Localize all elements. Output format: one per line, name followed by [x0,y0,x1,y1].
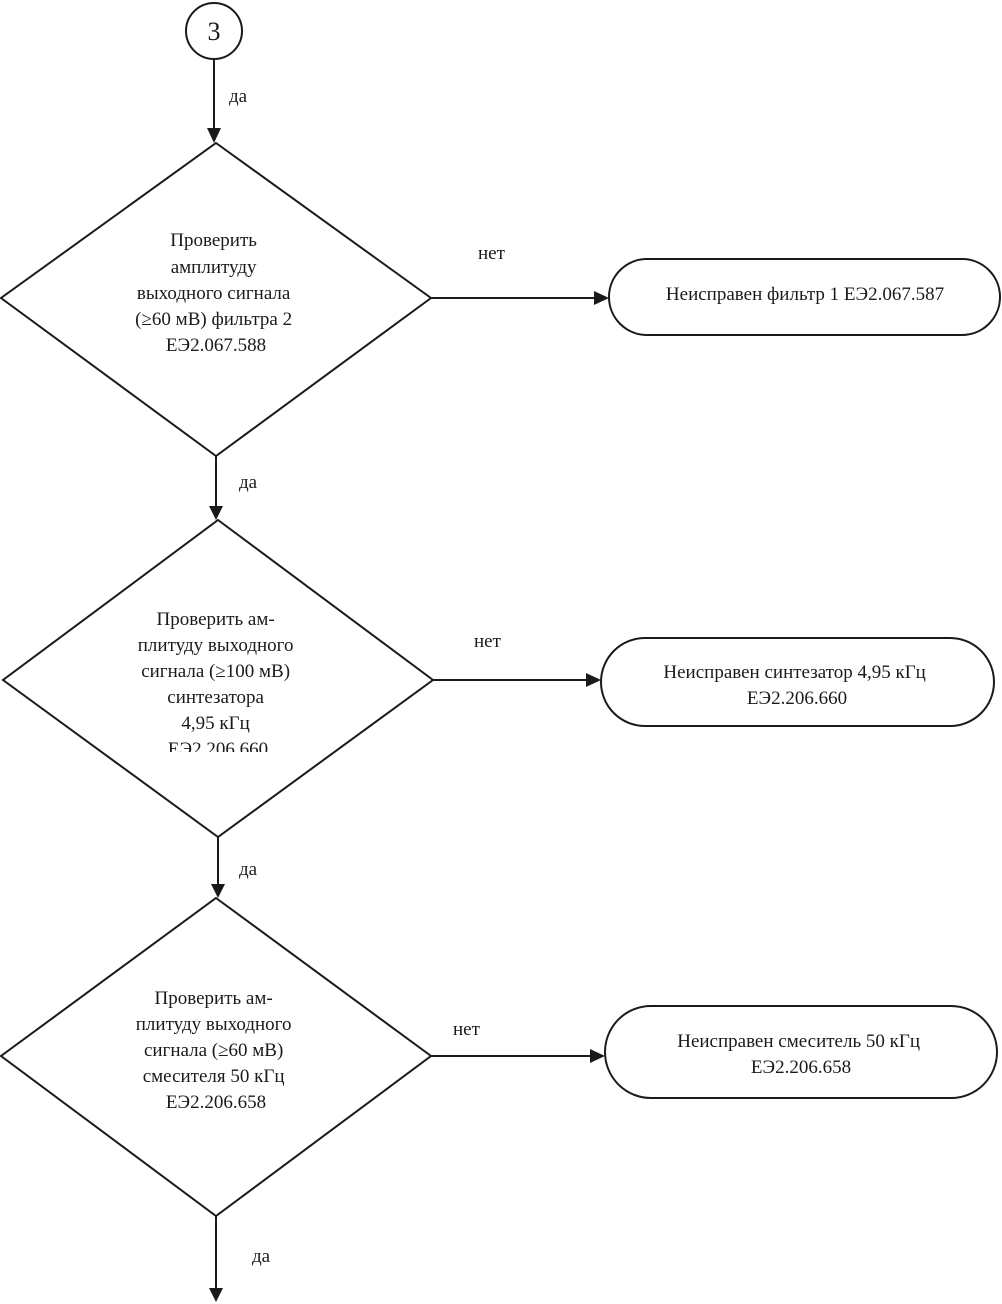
terminal-box-3 [604,1005,998,1099]
decision-3-line-1: Проверить ам- [155,988,273,1009]
terminal-3-text: Неисправен смеситель 50 кГц ЕЭ2.206.658 [677,1031,925,1078]
terminal-1-line-1: Неисправен фильтр 1 ЕЭ2.067.587 [666,284,944,305]
terminal-2-line-2: ЕЭ2.206.660 [747,688,847,709]
terminal-3-line-2: ЕЭ2.206.658 [751,1057,851,1078]
decision-3: Проверить ам- плитуду выходного сигнала … [0,896,433,1218]
decision-2: Проверить ам- плитуду выходного сигнала … [1,518,435,839]
arrowhead-no-1 [594,291,609,305]
decision-1-text: Проверить амплитуду выходного сигнала (≥… [135,230,297,356]
arrowhead-yes-2 [211,884,225,898]
terminal-1-text: Неисправен фильтр 1 ЕЭ2.067.587 [666,284,944,305]
no-label-1: нет [478,243,506,264]
arrowhead-start [207,128,221,143]
decision-3-line-5: ЕЭ2.206.658 [166,1092,266,1113]
terminal-3-line-1: Неисправен смеситель 50 кГц [677,1031,920,1052]
decision-2-line-3: сигнала (≥100 мВ) [141,661,290,682]
decision-2-line-1: Проверить ам- [157,609,275,630]
decision-1: Проверить амплитуду выходного сигнала (≥… [0,141,433,458]
yes-label-1: да [239,472,258,493]
decision-2-line-4: синтезатора [167,687,264,708]
decision-2-line-6: ЕЭ2.206.660 [168,739,268,760]
decision-3-line-2: плитуду выходного [136,1014,292,1035]
decision-2-line-5: 4,95 кГц [181,713,249,734]
decision-1-line-2: амплитуду [171,257,257,278]
decision-1-line-5: ЕЭ2.067.588 [166,335,266,356]
no-label-3: нет [453,1019,481,1040]
yes-label-start: да [229,86,248,107]
connector-label: 3 [208,17,221,46]
arrowhead-no-3 [590,1049,605,1063]
terminal-box-2 [600,637,995,727]
decision-3-line-4: смесителя 50 кГц [143,1066,285,1087]
arrowhead-yes-1 [209,506,223,520]
yes-label-3: да [252,1246,271,1267]
yes-label-2: да [239,859,258,880]
decision-2-line-2: плитуду выходного [138,635,294,656]
connector-3: 3 [185,2,243,60]
arrowhead-no-2 [586,673,601,687]
terminal-box-1 [608,258,1001,336]
decision-3-text: Проверить ам- плитуду выходного сигнала … [136,988,296,1113]
decision-3-line-3: сигнала (≥60 мВ) [144,1040,283,1061]
arrowhead-yes-3 [209,1288,223,1302]
decision-1-line-4: (≥60 мВ) фильтра 2 [135,309,292,330]
no-label-2: нет [474,631,502,652]
terminal-2: Неисправен синтезатор 4,95 кГц ЕЭ2.206.6… [600,637,995,727]
terminal-3: Неисправен смеситель 50 кГц ЕЭ2.206.658 [604,1005,998,1099]
terminal-2-line-1: Неисправен синтезатор 4,95 кГц [663,662,925,683]
decision-2-text: Проверить ам- плитуду выходного сигнала … [138,609,298,760]
terminal-2-text: Неисправен синтезатор 4,95 кГц ЕЭ2.206.6… [663,662,930,709]
decision-1-line-3: выходного сигнала [137,283,291,304]
decision-1-line-1: Проверить [170,230,257,251]
terminal-1: Неисправен фильтр 1 ЕЭ2.067.587 [608,258,1001,336]
